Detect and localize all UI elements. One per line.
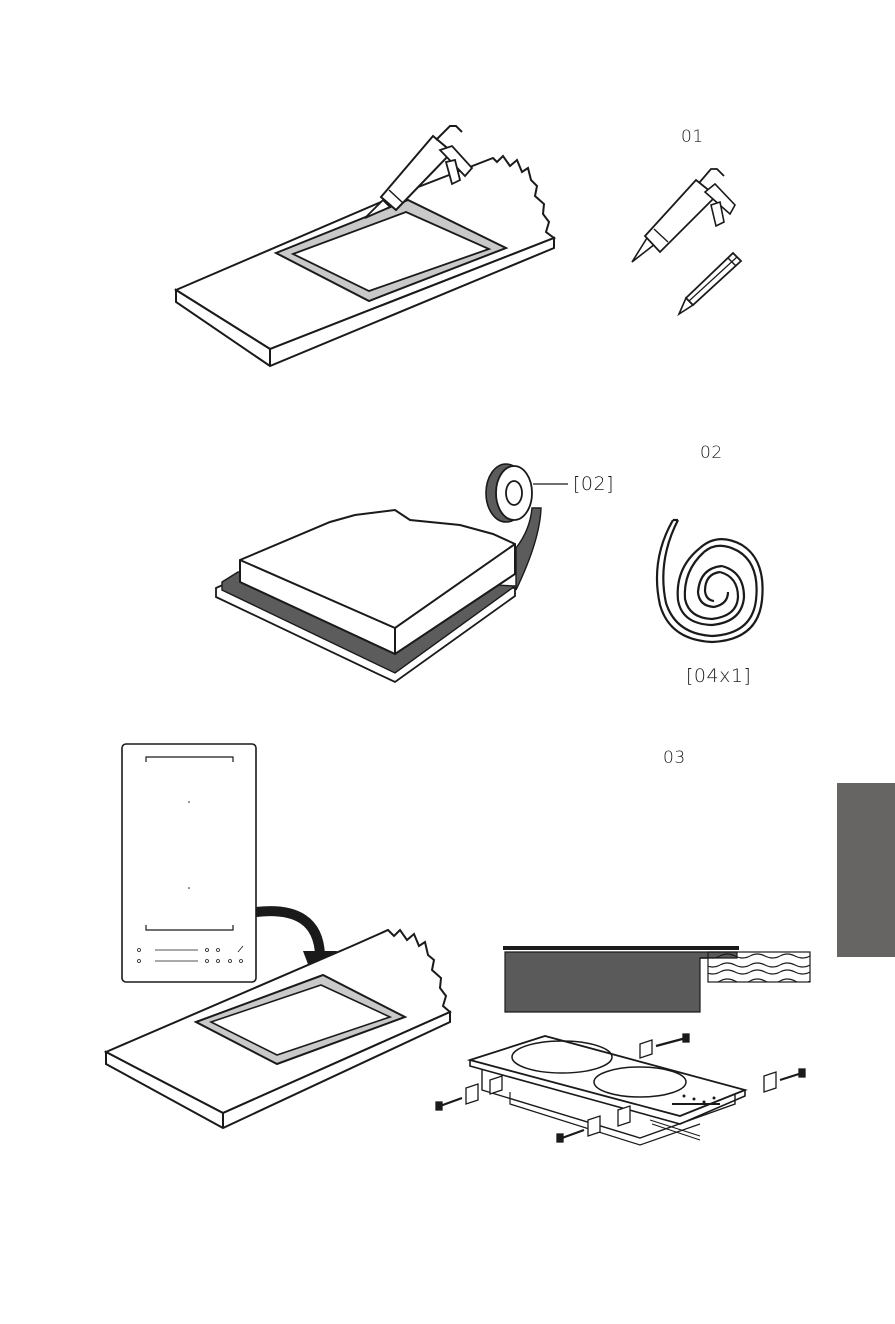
step-number-03: 03	[663, 748, 686, 768]
coiled-seal-tape-icon	[657, 520, 763, 642]
hob-top-view	[122, 744, 256, 982]
hob-with-brackets	[470, 1036, 745, 1145]
seal-tape-quantity: [04x1]	[686, 665, 751, 687]
step2-hob-underside	[216, 508, 541, 682]
step-number-01: 01	[681, 127, 704, 147]
section-side-tab	[837, 783, 895, 957]
caulking-gun-icon	[632, 169, 735, 262]
step1-countertop	[176, 156, 554, 366]
installed-cross-section	[503, 946, 810, 1012]
step-number-02: 02	[700, 443, 723, 463]
pencil-icon	[679, 253, 741, 314]
tape-callout-label: [02]	[573, 473, 614, 495]
tape-roll-icon	[486, 464, 532, 522]
